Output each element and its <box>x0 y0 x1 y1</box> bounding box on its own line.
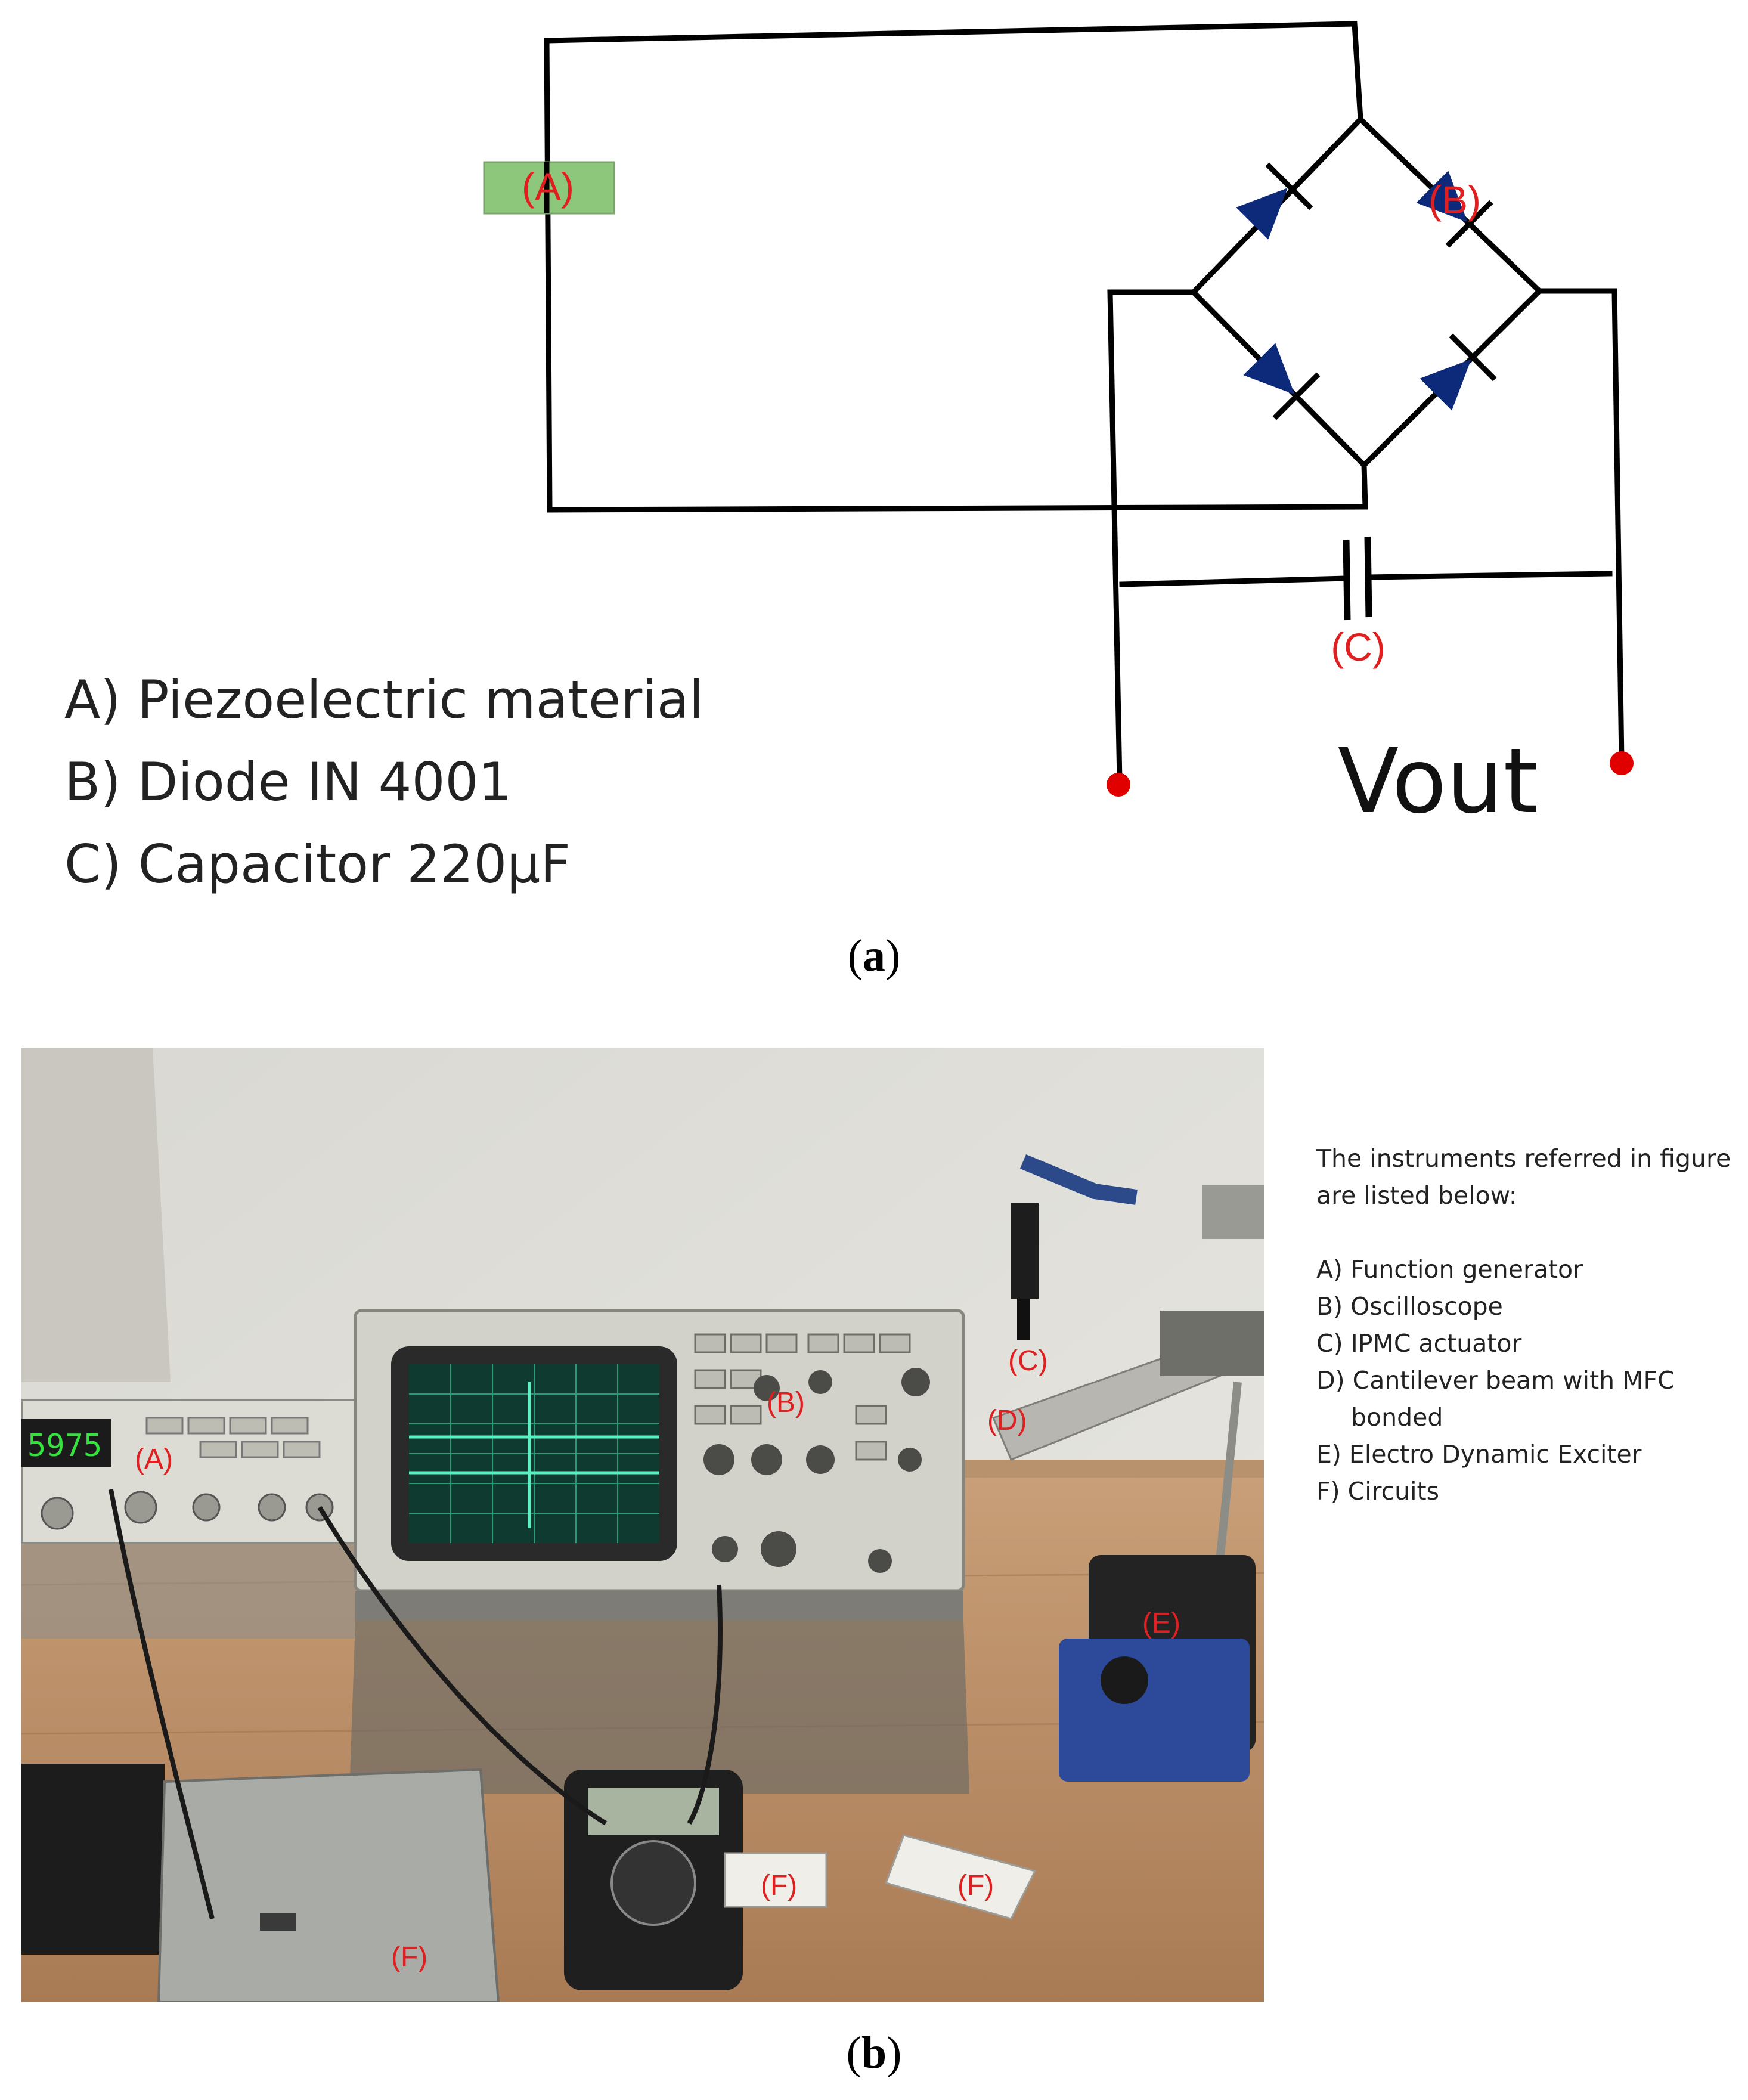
wire-out-right <box>1536 288 1625 763</box>
legend-panel-a: A) Piezoelectric material B) Diode IN 40… <box>64 659 703 906</box>
cantilever-clamp <box>991 1154 1264 1621</box>
terminal-blocks <box>724 1834 1037 1920</box>
legend-panel-b: The instruments referred in figure are l… <box>1316 1140 1746 1510</box>
legend-item-a: A) Function generator <box>1316 1255 1583 1284</box>
generator-display: 5975 <box>27 1428 102 1464</box>
label-function-generator: (A) <box>135 1444 173 1475</box>
label-exciter: (E) <box>1142 1607 1180 1639</box>
cap-wire-right <box>1365 571 1613 580</box>
capacitor-symbol <box>1343 536 1372 621</box>
legend-item-c: C) IPMC actuator <box>1316 1329 1522 1358</box>
wire-left <box>544 38 553 513</box>
electro-dynamic-exciter <box>1059 1555 1256 1782</box>
label-circuit-2: (F) <box>761 1870 797 1901</box>
wire-top <box>544 21 1363 122</box>
oscilloscope <box>349 1309 969 1794</box>
label-beam: (D) <box>987 1405 1027 1436</box>
lab-setup-photo: 5975 (A) <box>21 1048 1264 2002</box>
circuit-diagram: (A) (B) (C) Vout <box>483 21 1634 834</box>
legend-intro: The instruments referred in figure are l… <box>1316 1144 1731 1210</box>
legend-item-d-cont: bonded <box>1351 1403 1443 1432</box>
function-generator: 5975 <box>21 1399 357 1639</box>
diode-bottom-left <box>1243 343 1321 420</box>
label-circuit-3: (F) <box>957 1870 994 1901</box>
legend-item-b: B) Oscilloscope <box>1316 1292 1503 1321</box>
label-oscilloscope: (B) <box>767 1387 805 1418</box>
diode-bottom-right <box>1420 333 1497 411</box>
label-ipmc: (C) <box>1008 1345 1048 1377</box>
circuit-box <box>21 1764 500 2002</box>
legend-item-d: D) Cantilever beam with MFC <box>1316 1366 1675 1395</box>
legend-item-a: A) Piezoelectric material <box>64 669 704 730</box>
wire-out-left <box>1107 289 1197 784</box>
vout-label: Vout <box>1338 730 1539 834</box>
caption-a: (a) <box>847 931 901 981</box>
label-circuit-1: (F) <box>391 1941 427 1973</box>
legend-item-b: B) Diode IN 4001 <box>64 751 512 813</box>
caption-b: (b) <box>846 2028 902 2078</box>
legend-item-c: C) Capacitor 220μF <box>64 834 571 895</box>
terminal-left <box>1107 773 1130 797</box>
capacitor-label: (C) <box>1331 625 1386 669</box>
multimeter <box>564 1770 743 1990</box>
piezo-label: (A) <box>522 165 574 209</box>
cap-wire-left <box>1119 575 1349 587</box>
wire-bottom <box>547 462 1368 513</box>
legend-item-e: E) Electro Dynamic Exciter <box>1316 1440 1642 1469</box>
terminal-right <box>1610 751 1634 775</box>
diode-top-right <box>1416 171 1493 248</box>
diode-label: (B) <box>1428 178 1481 222</box>
legend-item-f: F) Circuits <box>1316 1477 1439 1506</box>
diode-top-left <box>1236 162 1313 240</box>
